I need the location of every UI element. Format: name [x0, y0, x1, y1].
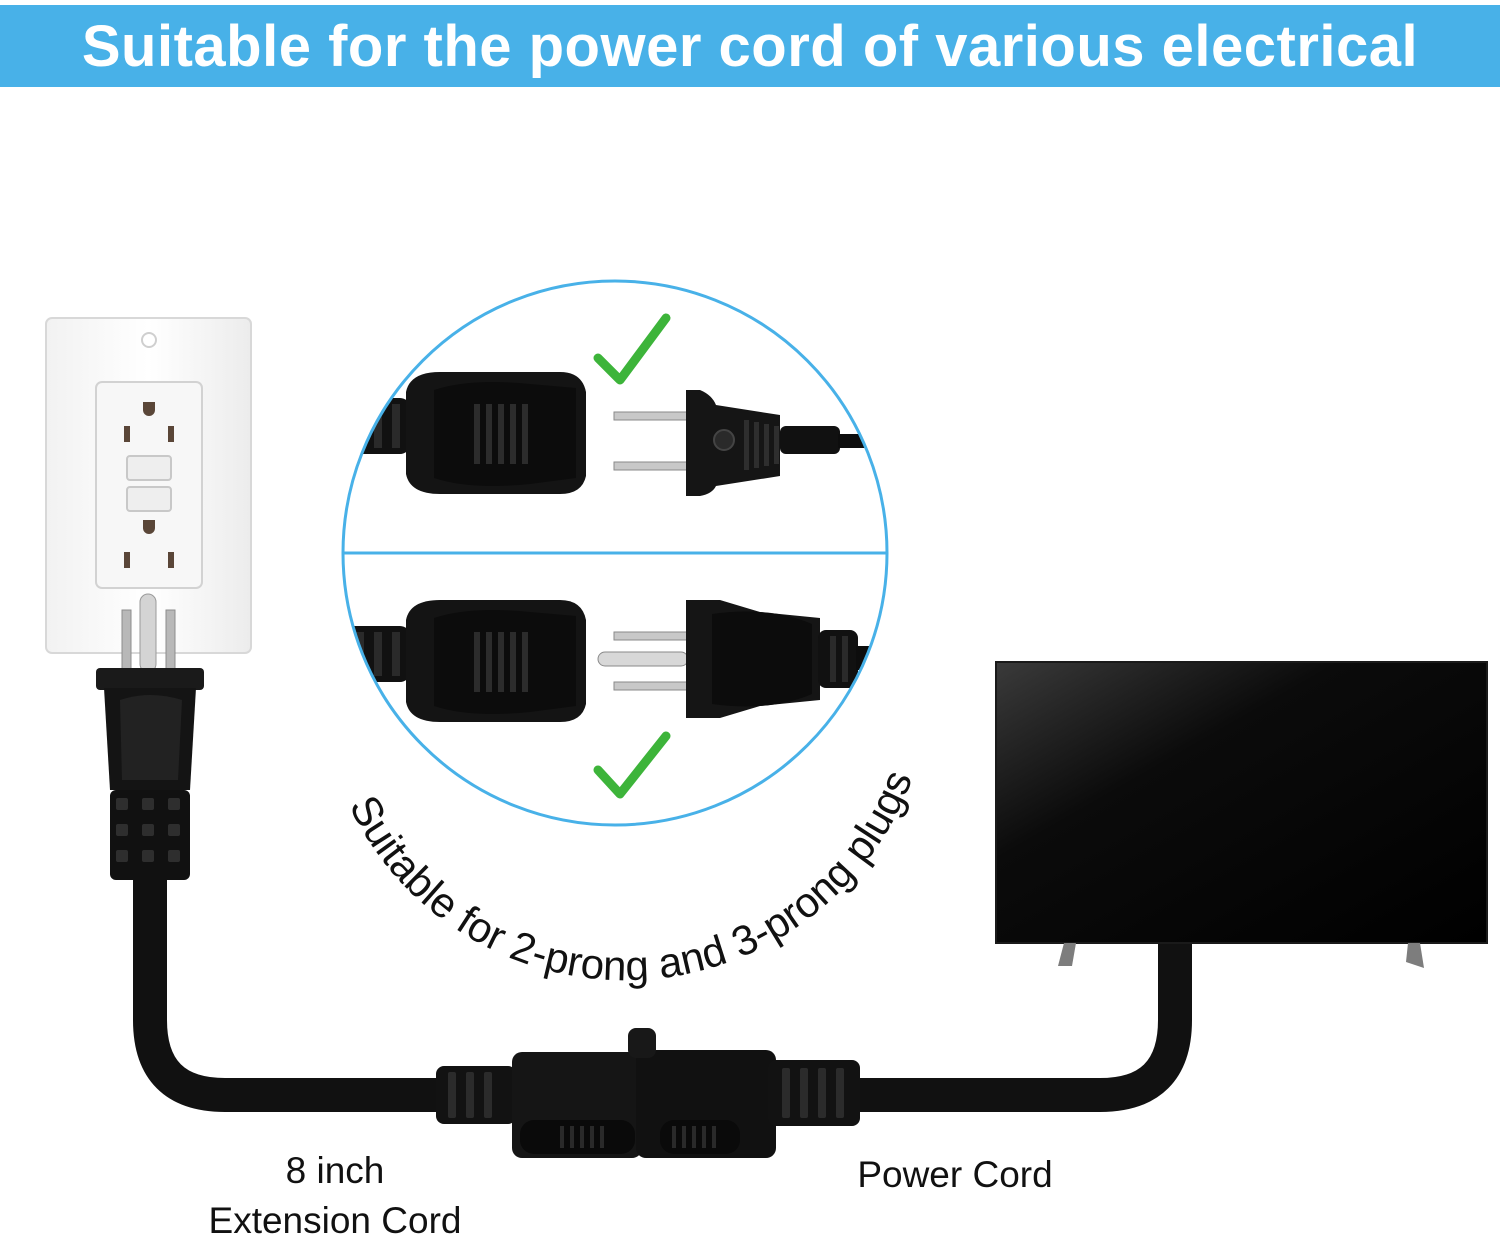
outlet-lower-ground-slot	[143, 520, 155, 534]
plug-prong-right	[165, 609, 176, 673]
plate-screw	[141, 332, 157, 348]
test-button	[126, 455, 172, 481]
outlet-lower-slot-right	[168, 552, 174, 568]
outlet-upper-ground-slot	[143, 402, 155, 416]
compatibility-inset: Suitable for 2-prong and 3-prong plugs	[341, 279, 921, 989]
plug-ground-pin	[139, 593, 157, 673]
checkmark-icon	[593, 313, 671, 385]
title-banner: Suitable for the power cord of various e…	[0, 5, 1500, 87]
extension-cord-length: 8 inch	[285, 1150, 385, 1191]
two-prong-demo	[343, 372, 887, 496]
tv-screen	[995, 661, 1488, 944]
tv-stand-right	[1406, 943, 1424, 968]
extension-cord-cable	[133, 875, 445, 1112]
outlet-lower-slot-left	[124, 552, 130, 568]
extension-cord-label: 8 inch Extension Cord	[190, 1146, 480, 1246]
three-prong-demo	[343, 600, 887, 722]
outlet-upper-slot-right	[168, 426, 174, 442]
male-plug	[96, 593, 204, 880]
power-cord-cable	[855, 942, 1192, 1112]
extension-cord-name: Extension Cord	[208, 1199, 462, 1241]
inline-connector	[436, 1028, 860, 1158]
reset-button	[126, 486, 172, 512]
plug-prong-left	[121, 609, 132, 673]
tv-stand-left	[1058, 943, 1076, 966]
gfci-receptacle	[95, 381, 203, 589]
power-cord-label: Power Cord	[857, 1154, 1053, 1195]
plug-face	[96, 668, 204, 690]
television	[995, 661, 1488, 968]
banner-title: Suitable for the power cord of various e…	[81, 13, 1419, 79]
connector-strain-relief-right	[768, 1060, 860, 1126]
outlet-upper-slot-left	[124, 426, 130, 442]
inset-ring	[341, 279, 889, 827]
checkmark-icon	[593, 731, 671, 799]
wall-outlet	[45, 317, 252, 654]
plug-grip	[120, 695, 182, 780]
